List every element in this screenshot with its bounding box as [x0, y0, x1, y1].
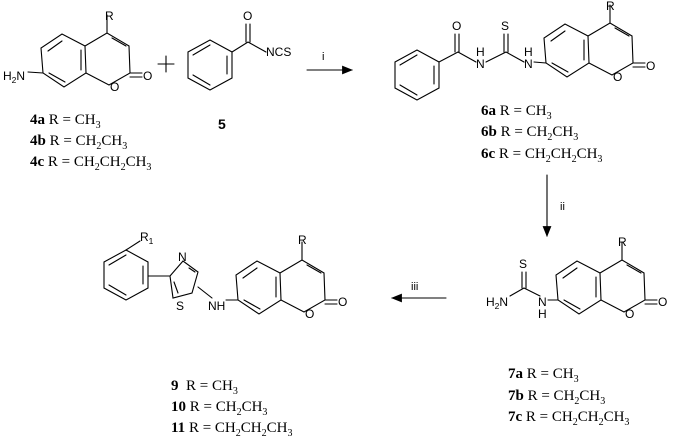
atom-h2: H — [524, 45, 533, 59]
atom-r: R — [618, 235, 627, 249]
atom-o-carbonyl: O — [338, 295, 347, 309]
compound-6-structure: O N H S N H R O O — [394, 0, 655, 101]
label-7c: 7c R = CH2CH2CH3 — [508, 409, 629, 428]
label-6b: 6b R = CH2CH3 — [481, 124, 578, 143]
atom-r: R — [606, 0, 615, 13]
thiazole-n: N — [178, 250, 187, 264]
atom-h: H — [538, 307, 547, 321]
label-4c: 4c R = CH2CH2CH3 — [30, 154, 151, 173]
plus-sign — [157, 55, 175, 73]
arrow-step-i: i — [306, 51, 354, 75]
amine-h2n: H2N — [3, 69, 25, 85]
label-6a: 6a R = CH3 — [481, 103, 552, 122]
reagent-iii: iii — [411, 281, 418, 293]
compound-7-structure: H2N S N H R O O — [486, 235, 667, 321]
ncs-group: NCS — [266, 45, 291, 59]
atom-n1: N — [476, 57, 485, 71]
atom-o-ring: O — [613, 70, 622, 84]
label-6c: 6c R = CH2CH2CH3 — [481, 146, 602, 165]
atom-o-ring: O — [110, 80, 119, 94]
compound-4-structure: R O O H2N — [3, 9, 152, 94]
atom-o-carbonyl: O — [658, 295, 667, 309]
atom-o-ring: O — [305, 307, 314, 321]
reagent-i: i — [322, 51, 324, 63]
label-10: 10 R = CH2CH3 — [171, 399, 267, 418]
atom-o-ring: O — [625, 307, 634, 321]
atom-nh: NH — [208, 299, 225, 313]
atom-n: N — [538, 295, 547, 309]
atom-o: O — [452, 19, 461, 33]
label-7b: 7b R = CH2CH3 — [508, 388, 605, 407]
thiazole-s: S — [176, 299, 184, 313]
atom-s: S — [519, 257, 527, 271]
amine-h2n: H2N — [486, 295, 508, 311]
label-4b: 4b R = CH2CH3 — [30, 133, 127, 152]
label-9: 9 R = CH3 — [171, 378, 238, 397]
atom-r: R — [105, 9, 114, 23]
atom-r: R — [298, 233, 307, 247]
atom-h1: H — [476, 45, 485, 59]
atom-o-carbonyl: O — [646, 59, 655, 73]
arrow-step-ii: ii — [542, 174, 565, 238]
atom-n2: N — [524, 57, 533, 71]
atom-o-carbonyl: O — [143, 69, 152, 83]
label-7a: 7a R = CH3 — [508, 366, 579, 385]
compound-9-11-structure: R1 N S NH R O O — [103, 230, 347, 321]
atom-o: O — [243, 9, 252, 23]
compound-5-structure: O NCS — [187, 9, 291, 91]
atom-s: S — [501, 19, 509, 33]
label-4a: 4a R = CH3 — [30, 112, 101, 131]
label-5: 5 — [218, 116, 226, 132]
reagent-ii: ii — [560, 201, 565, 213]
arrow-step-iii: iii — [390, 281, 447, 303]
label-11: 11 R = CH2CH2CH3 — [171, 420, 292, 439]
r1-substituent: R1 — [140, 230, 154, 246]
